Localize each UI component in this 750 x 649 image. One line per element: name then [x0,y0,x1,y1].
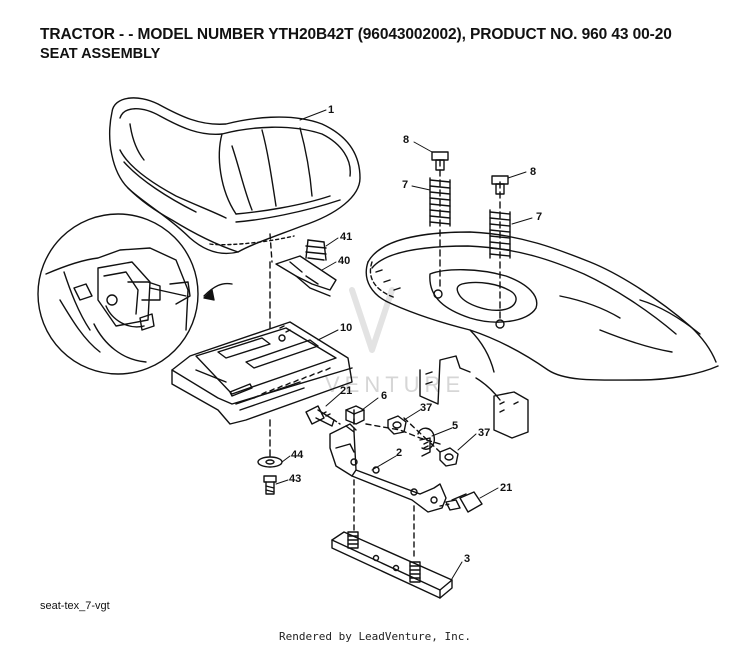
seat-clip [275,255,337,297]
callout-43: 43 [289,473,301,485]
callout-8-right: 8 [530,166,536,178]
seat [109,97,361,263]
callout-41: 41 [340,231,352,243]
callout-21-right: 21 [500,482,512,494]
callout-2: 2 [396,447,402,459]
base-plate [331,531,453,599]
page-title: TRACTOR - - MODEL NUMBER YTH20B42T (9604… [40,26,672,43]
callout-37-left: 37 [420,402,432,414]
washer [257,456,283,468]
callout-3: 3 [464,553,470,565]
detail-callout-circle [37,213,233,375]
render-credit: Rendered by LeadVenture, Inc. [278,630,472,643]
spring-right [489,175,511,321]
callout-6: 6 [381,390,387,402]
callout-10: 10 [340,322,352,334]
spring-left [429,151,451,291]
callout-44: 44 [291,449,304,461]
callout-7-left: 7 [402,179,408,191]
callout-37-right: 37 [478,427,490,439]
tractor-frame [365,231,719,439]
watermark-text: VENTURE [325,372,465,397]
seat-pan [171,261,353,461]
nut-37-right [439,447,459,467]
nut-37-left [387,415,407,435]
callout-labels: 1 8 8 7 7 41 40 10 21 6 37 5 37 2 21 3 4… [289,104,542,565]
leader-lines [275,109,533,583]
assembly-subtitle: SEAT ASSEMBLY [40,46,161,62]
callout-40: 40 [338,255,350,267]
drawing-identifier: seat-tex_7-vgt [40,600,110,612]
callout-21-left: 21 [340,385,352,397]
callout-7-right: 7 [536,211,542,223]
watermark: VENTURE [325,287,465,397]
small-spring [305,239,327,261]
callout-1: 1 [328,104,334,116]
bolt-43 [263,475,277,495]
bolt-21-left [305,405,341,427]
callout-5: 5 [452,420,458,432]
callout-8-left: 8 [403,134,409,146]
nut-6 [345,405,365,425]
adjustment-knob [417,427,436,457]
bolt-21-right [439,491,483,513]
